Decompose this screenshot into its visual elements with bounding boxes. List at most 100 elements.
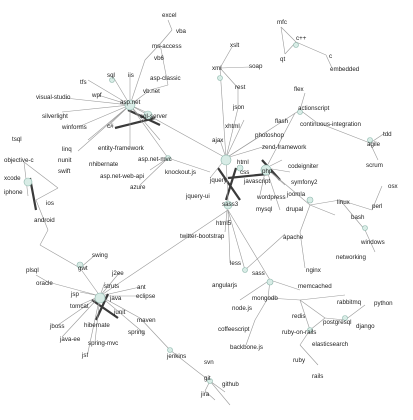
graph-node[interactable] [266, 278, 274, 286]
node-label-junit[interactable]: junit [113, 309, 126, 316]
node-label-xslt[interactable]: xslt [230, 42, 240, 49]
node-label-vb-net[interactable]: vb.net [143, 88, 160, 95]
node-label-ios[interactable]: ios [46, 200, 54, 207]
graph-node[interactable] [362, 225, 368, 231]
graph-node[interactable] [260, 164, 272, 176]
node-label-asp-net-mvc[interactable]: asp.net-mvc [138, 156, 172, 163]
node-label-twitter-bootstrap[interactable]: twitter-bootstrap [180, 233, 225, 240]
node-label-nunit[interactable]: nunit [58, 157, 72, 164]
node-label-coffeescript[interactable]: coffeescript [218, 326, 250, 333]
node-label-sql-server[interactable]: sql-server [140, 113, 167, 120]
node-label-flash[interactable]: flash [275, 118, 289, 125]
node-label-cpp[interactable]: c++ [296, 35, 307, 42]
node-label-jsp[interactable]: jsp [70, 291, 79, 298]
graph-node[interactable] [306, 196, 314, 204]
node-label-ci[interactable]: continuous-integration [300, 121, 361, 128]
node-label-rabbitmq[interactable]: rabbitmq [337, 299, 362, 306]
node-label-winforms[interactable]: winforms [61, 124, 87, 131]
node-label-photoshop[interactable]: photoshop [255, 132, 284, 139]
node-label-asp-net-web-api[interactable]: asp.net-web-api [100, 173, 144, 180]
node-label-swift[interactable]: swift [58, 168, 71, 175]
node-label-qt[interactable]: qt [280, 56, 285, 63]
node-label-github[interactable]: github [222, 381, 239, 388]
graph-node[interactable] [217, 75, 223, 81]
node-label-scrum[interactable]: scrum [366, 162, 383, 169]
node-label-vb6[interactable]: vb6 [154, 55, 165, 62]
node-label-css[interactable]: css [240, 169, 249, 176]
node-label-oracle[interactable]: oracle [36, 280, 53, 287]
graph-node[interactable] [242, 267, 248, 273]
node-label-windows[interactable]: windows [360, 239, 385, 246]
graph-node[interactable] [307, 327, 313, 333]
graph-node[interactable] [297, 109, 303, 115]
node-label-swing[interactable]: swing [92, 252, 108, 259]
node-label-wordpress[interactable]: wordpress [256, 194, 286, 201]
node-label-agile[interactable]: agile [367, 141, 381, 148]
graph-node[interactable] [293, 42, 299, 48]
node-label-objective-c[interactable]: objective-c [4, 157, 34, 164]
node-label-tomcat[interactable]: tomcat [70, 303, 89, 310]
node-label-ajax[interactable]: ajax [212, 137, 224, 144]
node-label-nodejs[interactable]: node.js [232, 305, 252, 312]
node-label-eclipse[interactable]: eclipse [136, 293, 156, 300]
node-label-javascript[interactable]: javascript [243, 178, 270, 185]
node-label-gwt[interactable]: gwt [78, 265, 88, 272]
graph-node[interactable] [367, 137, 373, 143]
node-label-asp-classic[interactable]: asp-classic [150, 75, 181, 82]
node-label-xml[interactable]: xml [212, 65, 222, 72]
node-label-android[interactable]: android [34, 217, 55, 224]
node-label-spring[interactable]: spring [128, 329, 145, 336]
graph-node[interactable] [342, 315, 348, 321]
graph-node[interactable] [236, 164, 244, 172]
node-label-c[interactable]: c [329, 53, 332, 60]
node-label-zend[interactable]: zend-framework [262, 144, 307, 151]
node-label-soap[interactable]: soap [249, 63, 263, 70]
node-label-azure[interactable]: azure [130, 184, 146, 191]
node-label-angularjs[interactable]: angularjs [212, 282, 237, 289]
node-label-bash[interactable]: bash [351, 214, 365, 221]
node-label-plsql[interactable]: plsql [26, 267, 39, 274]
node-label-entity-framework[interactable]: entity-framework [98, 145, 145, 152]
node-label-memcached[interactable]: memcached [298, 283, 332, 290]
node-label-silverlight[interactable]: silverlight [42, 113, 68, 120]
node-label-sass[interactable]: sass [252, 270, 265, 277]
graph-node[interactable] [220, 154, 232, 166]
node-label-jira[interactable]: jira [200, 391, 210, 398]
node-label-symfony2[interactable]: symfony2 [291, 179, 318, 186]
node-label-java-ee[interactable]: java-ee [59, 336, 81, 343]
node-label-asp-net[interactable]: asp.net [120, 99, 141, 106]
node-label-sass3[interactable]: sass3 [222, 201, 239, 208]
node-label-ruby-on-rails[interactable]: ruby-on-rails [282, 329, 316, 336]
node-label-mongodb[interactable]: mongodb [252, 295, 278, 302]
node-label-apache[interactable]: apache [283, 234, 304, 241]
node-label-tsql[interactable]: tsql [12, 136, 22, 143]
node-label-django[interactable]: django [356, 323, 375, 330]
node-label-rails[interactable]: rails [312, 373, 323, 380]
node-label-knockout[interactable]: knockout.js [165, 169, 196, 176]
node-label-iphone[interactable]: iphone [4, 189, 23, 196]
graph-node[interactable] [167, 347, 173, 353]
node-label-postgresql[interactable]: postgresql [323, 319, 352, 326]
node-label-elasticsearch[interactable]: elasticsearch [312, 341, 349, 348]
node-label-xhtml[interactable]: xhtml [225, 123, 240, 130]
node-label-nginx[interactable]: nginx [306, 267, 322, 274]
node-label-embedded[interactable]: embedded [330, 66, 360, 73]
node-label-mfc[interactable]: mfc [277, 19, 287, 26]
node-label-jquery-ui[interactable]: jquery-ui [185, 193, 210, 200]
node-label-tfs[interactable]: tfs [80, 79, 87, 86]
graph-node[interactable] [76, 261, 84, 269]
graph-node[interactable] [124, 99, 136, 111]
graph-node[interactable] [23, 177, 33, 187]
node-label-mysql[interactable]: mysql [256, 206, 272, 213]
node-label-maven[interactable]: maven [137, 317, 156, 324]
node-label-perl[interactable]: perl [372, 203, 382, 210]
node-label-flex[interactable]: flex [294, 86, 305, 93]
node-label-sql[interactable]: sql [107, 72, 115, 79]
node-label-wpf[interactable]: wpf [91, 92, 102, 99]
graph-node[interactable] [94, 292, 106, 304]
node-label-iis[interactable]: iis [128, 72, 134, 79]
node-label-joomla[interactable]: joomla [286, 191, 306, 198]
node-label-git[interactable]: git [204, 375, 211, 382]
node-label-less[interactable]: less [230, 260, 241, 267]
node-label-html5[interactable]: html5 [216, 220, 232, 227]
